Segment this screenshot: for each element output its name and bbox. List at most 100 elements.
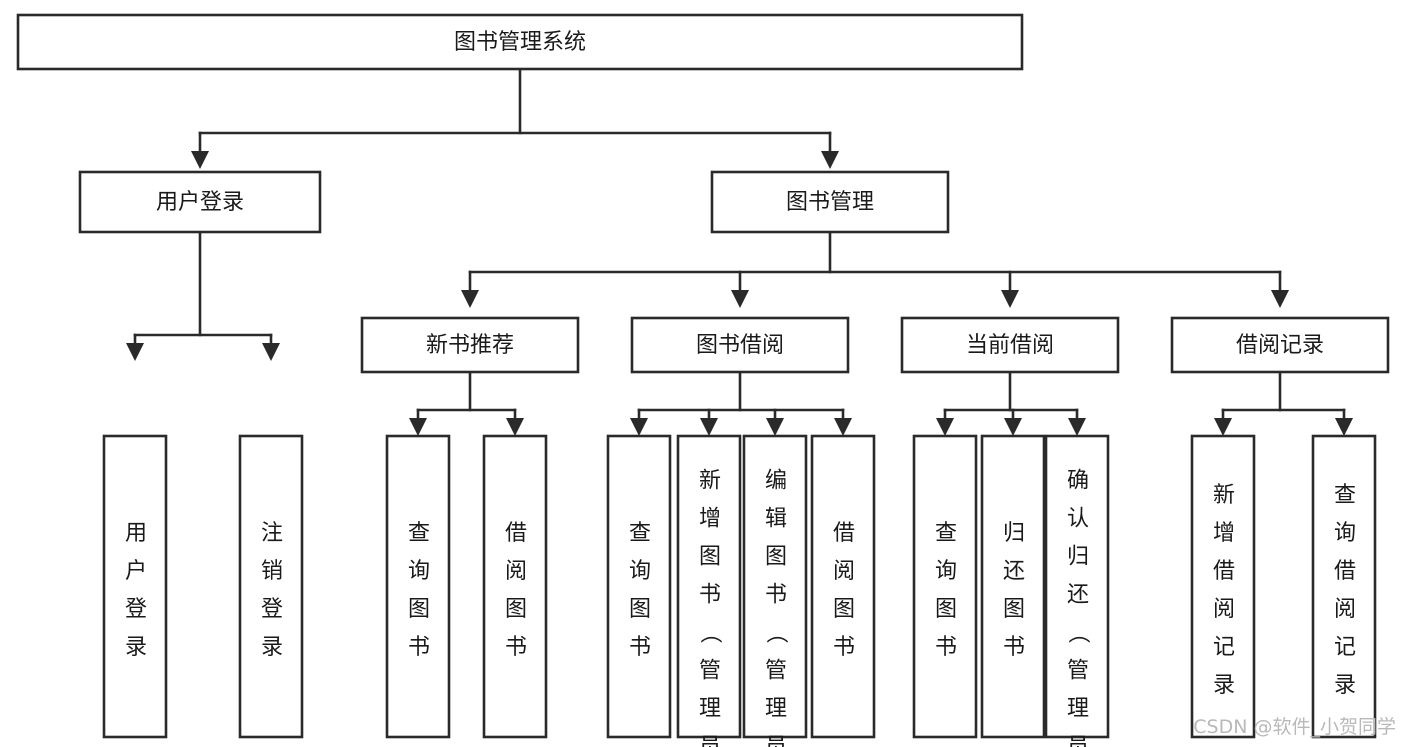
node-label-char: 辑 bbox=[765, 507, 787, 532]
node-label-char: （ bbox=[1065, 622, 1090, 644]
node-box-leaf-confirm-return[interactable] bbox=[1044, 434, 1110, 739]
node-label-char: 还 bbox=[1067, 583, 1089, 608]
node-label-char: 书 bbox=[833, 635, 855, 660]
node-label-char: 增 bbox=[1213, 521, 1235, 546]
node-current-borrow[interactable]: 当前借阅 bbox=[900, 316, 1120, 374]
node-box-leaf-user-login[interactable] bbox=[102, 434, 168, 739]
node-box-leaf-edit-book[interactable] bbox=[742, 434, 808, 739]
node-book-borrow[interactable]: 图书借阅 bbox=[630, 316, 850, 374]
node-label-char: 询 bbox=[629, 559, 651, 584]
connector-borrow-to-leaves bbox=[630, 370, 852, 436]
connector-current-to-leaves bbox=[936, 370, 1086, 436]
node-box-borrow-record[interactable] bbox=[1170, 316, 1390, 374]
node-book-manage[interactable]: 图书管理 bbox=[710, 170, 950, 234]
node-box-leaf-add-book[interactable] bbox=[676, 434, 742, 739]
node-box-new-book-recommend[interactable] bbox=[360, 316, 580, 374]
node-label-char: 登 bbox=[125, 597, 147, 622]
node-label-user-login: 用户登录 bbox=[156, 190, 244, 215]
node-label-char: 图 bbox=[629, 597, 651, 622]
node-label-char: 借 bbox=[1334, 559, 1356, 584]
node-label-char: 编 bbox=[765, 469, 787, 494]
node-label-current-borrow: 当前借阅 bbox=[966, 333, 1054, 358]
node-box-root[interactable] bbox=[16, 13, 1024, 71]
node-label-char: 书 bbox=[699, 583, 721, 608]
node-box-user-login[interactable] bbox=[78, 170, 322, 234]
node-label-new-book-recommend: 新书推荐 bbox=[426, 333, 514, 358]
node-box-leaf-query-record[interactable] bbox=[1311, 434, 1377, 739]
node-label-char: 登 bbox=[261, 597, 283, 622]
arrow-head-icon bbox=[766, 418, 784, 436]
arrow-head-icon bbox=[700, 418, 718, 436]
node-box-leaf-borrow-book-1[interactable] bbox=[482, 434, 548, 739]
node-label-char: 借 bbox=[833, 521, 855, 546]
node-label-char: 查 bbox=[1334, 483, 1356, 508]
node-box-leaf-borrow-book-2[interactable] bbox=[810, 434, 876, 739]
node-borrow-record[interactable]: 借阅记录 bbox=[1170, 316, 1390, 374]
connector-layer bbox=[126, 67, 1353, 436]
node-label-book-borrow: 图书借阅 bbox=[696, 333, 784, 358]
node-new-book-recommend[interactable]: 新书推荐 bbox=[360, 316, 580, 374]
arrow-head-icon bbox=[126, 343, 144, 361]
node-box-leaf-query-book-2[interactable] bbox=[606, 434, 672, 739]
node-box-book-borrow[interactable] bbox=[630, 316, 850, 374]
node-label-char: 图 bbox=[935, 597, 957, 622]
node-label-char: 理 bbox=[699, 697, 721, 722]
node-label-char: 新 bbox=[699, 469, 721, 494]
arrow-head-icon bbox=[191, 151, 209, 169]
arrow-head-icon bbox=[1335, 418, 1353, 436]
node-label-book-manage: 图书管理 bbox=[786, 190, 874, 215]
node-label-char: 图 bbox=[505, 597, 527, 622]
node-root[interactable]: 图书管理系统 bbox=[16, 13, 1024, 71]
csdn-watermark: CSDN @软件_小贺同学 bbox=[1193, 716, 1396, 738]
node-leaf-user-login[interactable]: 用户登录 bbox=[102, 434, 168, 739]
node-label-char: 注 bbox=[261, 521, 283, 546]
node-label-char: 确 bbox=[1067, 469, 1089, 494]
node-label-char: 增 bbox=[699, 507, 721, 532]
node-box-leaf-query-book-3[interactable] bbox=[912, 434, 978, 739]
arrow-head-icon bbox=[1001, 290, 1019, 308]
node-box-current-borrow[interactable] bbox=[900, 316, 1120, 374]
node-label-char: 理 bbox=[1067, 697, 1089, 722]
node-label-char: 管 bbox=[1067, 659, 1089, 684]
node-label-char: 理 bbox=[765, 697, 787, 722]
node-label-char: 归 bbox=[1067, 545, 1089, 570]
node-box-leaf-logout[interactable] bbox=[238, 434, 304, 739]
connector-root-to-level2 bbox=[191, 67, 839, 169]
node-label-char: 书 bbox=[765, 583, 787, 608]
arrow-head-icon bbox=[262, 343, 280, 361]
node-label-char: 销 bbox=[261, 559, 283, 584]
node-box-leaf-query-book-1[interactable] bbox=[385, 434, 451, 739]
node-box-book-manage[interactable] bbox=[710, 170, 950, 234]
node-label-char: 阅 bbox=[833, 559, 855, 584]
node-label-char: 书 bbox=[935, 635, 957, 660]
node-label-char: 书 bbox=[1003, 635, 1025, 660]
node-user-login[interactable]: 用户登录 bbox=[78, 170, 322, 234]
connector-userlogin-to-leaves bbox=[126, 230, 280, 361]
node-label-char: 询 bbox=[408, 559, 430, 584]
node-box-leaf-add-record[interactable] bbox=[1190, 434, 1256, 739]
node-label-char: 记 bbox=[1213, 635, 1235, 660]
node-label-char: 员 bbox=[1067, 735, 1089, 747]
node-label-char: 图 bbox=[833, 597, 855, 622]
node-box-leaf-return-book[interactable] bbox=[980, 434, 1046, 739]
connector-record-to-leaves bbox=[1214, 370, 1353, 436]
node-label-char: 归 bbox=[1003, 521, 1025, 546]
node-label-char: 书 bbox=[629, 635, 651, 660]
arrow-head-icon bbox=[506, 418, 524, 436]
arrow-head-icon bbox=[834, 418, 852, 436]
node-label-char: 阅 bbox=[1334, 597, 1356, 622]
arrow-head-icon bbox=[1271, 290, 1289, 308]
